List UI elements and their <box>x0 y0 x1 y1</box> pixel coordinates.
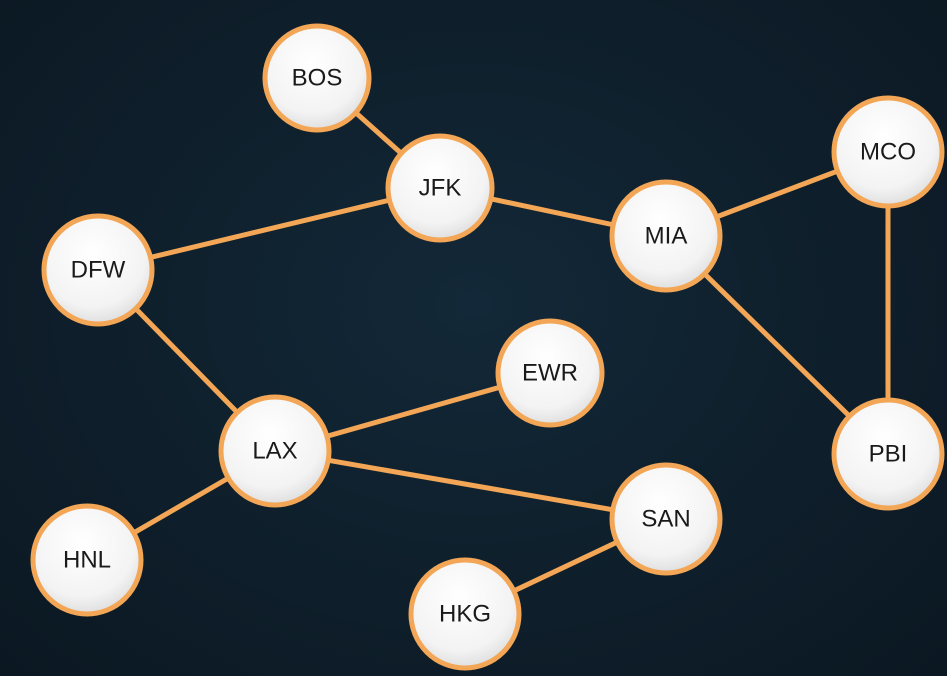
edge-jfk-dfw <box>95 185 443 273</box>
node-san: SAN <box>609 462 723 576</box>
node-label: EWR <box>522 360 578 387</box>
node-ewr: EWR <box>495 318 605 428</box>
node-jfk: JFK <box>385 133 495 243</box>
node-circle <box>408 557 522 671</box>
node-label: SAN <box>641 506 690 533</box>
node-label: MIA <box>645 223 688 250</box>
node-circle <box>831 95 945 209</box>
node-label: DFW <box>71 257 126 284</box>
node-label: MCO <box>860 139 916 166</box>
node-label: HKG <box>439 601 491 628</box>
node-circle <box>495 318 605 428</box>
node-label: LAX <box>252 438 297 465</box>
node-bos: BOS <box>262 23 372 133</box>
node-label: HNL <box>63 547 111 574</box>
node-mco: MCO <box>831 95 945 209</box>
node-mia: MIA <box>609 179 723 293</box>
node-lax: LAX <box>218 394 332 508</box>
node-hnl: HNL <box>30 503 144 617</box>
node-label: BOS <box>292 65 343 92</box>
node-label: PBI <box>869 441 908 468</box>
node-circle <box>609 462 723 576</box>
node-label: JFK <box>419 175 462 202</box>
node-circle <box>218 394 332 508</box>
node-hkg: HKG <box>408 557 522 671</box>
node-circle <box>831 397 945 511</box>
node-circle <box>385 133 495 243</box>
node-layer: BOS JFK DFW MIA MCO EWR LAX PBI SAN HNL HKG <box>30 23 945 671</box>
edge-layer <box>84 75 891 617</box>
node-circle <box>30 503 144 617</box>
node-dfw: DFW <box>41 213 155 327</box>
edge-lax-san <box>272 448 669 522</box>
node-pbi: PBI <box>831 397 945 511</box>
node-circle <box>609 179 723 293</box>
node-circle <box>41 213 155 327</box>
node-circle <box>262 23 372 133</box>
